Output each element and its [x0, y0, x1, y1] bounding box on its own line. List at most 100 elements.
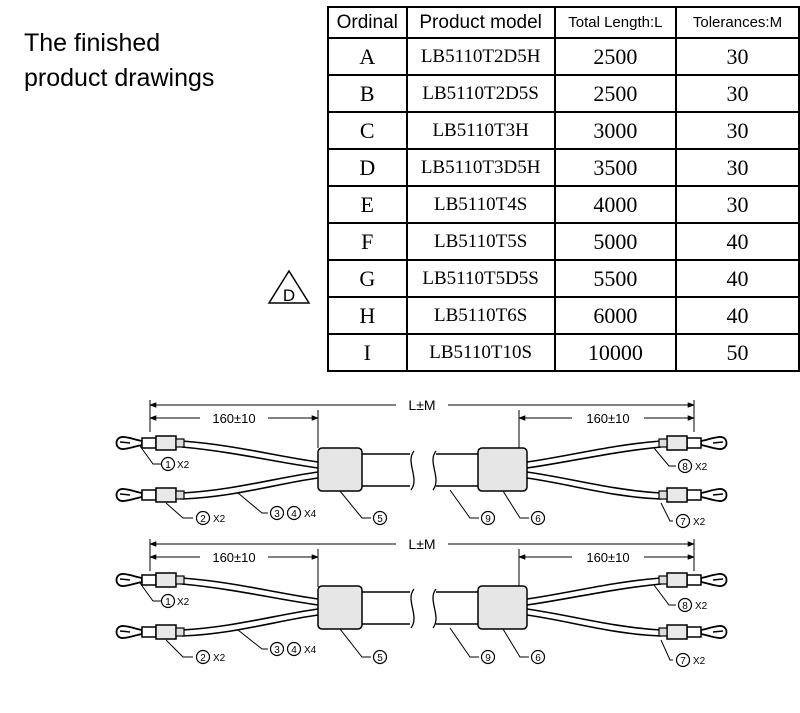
callout-1: 1 [165, 460, 171, 471]
cell-ordinal: G [327, 259, 408, 298]
table-header-row: Ordinal Product model Total Length:L Tol… [327, 6, 800, 39]
callout-34-qty: X4 [304, 509, 317, 520]
dimension-left: 160±10 [212, 411, 255, 426]
callout-4: 4 [291, 645, 297, 656]
table-row: I LB5110T10S 10000 50 [327, 333, 800, 372]
terminal-icon [658, 624, 728, 640]
cell-ordinal: F [327, 222, 408, 261]
callout-7-qty: X2 [693, 656, 706, 667]
dimension-total: L±M [408, 536, 435, 552]
callout-8: 8 [682, 462, 688, 473]
cell-tolerance: 50 [674, 333, 800, 372]
cell-tolerance: 40 [674, 259, 800, 298]
cell-model: LB5110T3D5H [405, 148, 556, 187]
callout-2: 2 [200, 514, 206, 525]
header-total-length: Total Length:L [553, 6, 677, 39]
callout-5: 5 [377, 653, 383, 664]
callout-1-qty: X2 [177, 597, 190, 608]
cell-length: 10000 [553, 333, 677, 372]
callout-7: 7 [680, 656, 686, 667]
cable-assembly-2: L±M 160±10 160±10 [115, 536, 728, 668]
cell-model: LB5110T4S [405, 185, 556, 224]
cell-model: LB5110T6S [405, 296, 556, 335]
cell-length: 3000 [553, 111, 677, 150]
header-tolerances: Tolerances:M [674, 6, 800, 39]
cell-ordinal: H [327, 296, 408, 335]
revision-label: D [283, 286, 295, 305]
cell-ordinal: I [327, 333, 408, 372]
cell-model: LB5110T3H [405, 111, 556, 150]
cell-model: LB5110T2D5S [405, 74, 556, 113]
callout-8-qty: X2 [695, 462, 708, 473]
cell-tolerance: 30 [674, 37, 800, 76]
callout-3: 3 [274, 645, 280, 656]
callout-9: 9 [485, 514, 491, 525]
header-product-model: Product model [405, 6, 556, 39]
cell-length: 5500 [553, 259, 677, 298]
callout-6: 6 [535, 514, 541, 525]
cell-tolerance: 40 [674, 296, 800, 335]
table-row: D LB5110T3D5H 3500 30 [327, 148, 800, 187]
callout-8-qty: X2 [695, 601, 708, 612]
left-sleeve-5 [317, 447, 363, 492]
dimension-total: L±M [408, 397, 435, 413]
terminal-icon [115, 487, 185, 503]
cell-ordinal: E [327, 185, 408, 224]
callout-6: 6 [535, 653, 541, 664]
revision-triangle-icon: D [267, 269, 311, 305]
left-sleeve-5 [317, 585, 363, 630]
cell-ordinal: B [327, 74, 408, 113]
cell-length: 2500 [553, 74, 677, 113]
cell-ordinal: D [327, 148, 408, 187]
table-row: F LB5110T5S 5000 40 [327, 222, 800, 261]
terminal-icon [115, 572, 185, 588]
terminal-icon [658, 487, 728, 503]
cell-model: LB5110T2D5H [405, 37, 556, 76]
terminal-icon [658, 572, 728, 588]
cell-length: 6000 [553, 296, 677, 335]
right-sleeve-6 [477, 585, 528, 630]
table-row: C LB5110T3H 3000 30 [327, 111, 800, 150]
cell-length: 5000 [553, 222, 677, 261]
table-row: A LB5110T2D5H 2500 30 [327, 37, 800, 76]
cell-ordinal: A [327, 37, 408, 76]
cell-ordinal: C [327, 111, 408, 150]
break-mark-icon [410, 588, 437, 629]
cell-length: 4000 [553, 185, 677, 224]
table-row: B LB5110T2D5S 2500 30 [327, 74, 800, 113]
dimension-right: 160±10 [586, 550, 629, 565]
header-ordinal: Ordinal [327, 6, 408, 39]
table-row: H LB5110T6S 6000 40 [327, 296, 800, 335]
cell-tolerance: 30 [674, 185, 800, 224]
cell-tolerance: 30 [674, 111, 800, 150]
callout-4: 4 [291, 509, 297, 520]
right-sleeve-6 [477, 447, 528, 492]
callout-8: 8 [682, 601, 688, 612]
callout-2-qty: X2 [213, 514, 226, 525]
callout-9: 9 [485, 653, 491, 664]
title-line-2: product drawings [24, 64, 215, 92]
cell-length: 3500 [553, 148, 677, 187]
product-spec-table: Ordinal Product model Total Length:L Tol… [327, 6, 800, 372]
cell-length: 2500 [553, 37, 677, 76]
page-title: The finished product drawings [24, 26, 214, 96]
callout-3: 3 [274, 509, 280, 520]
callout-7-qty: X2 [693, 517, 706, 528]
callout-5: 5 [377, 514, 383, 525]
cell-model: LB5110T5D5S [405, 259, 556, 298]
callout-34-qty: X4 [304, 645, 317, 656]
cell-model: LB5110T10S [405, 333, 556, 372]
table-row: G LB5110T5D5S 5500 40 [327, 259, 800, 298]
table-row: E LB5110T4S 4000 30 [327, 185, 800, 224]
callout-2-qty: X2 [213, 653, 226, 664]
cell-model: LB5110T5S [405, 222, 556, 261]
dimension-right: 160±10 [586, 411, 629, 426]
break-mark-icon [410, 450, 437, 491]
title-line-1: The finished [24, 29, 161, 57]
cell-tolerance: 40 [674, 222, 800, 261]
dimension-left: 160±10 [212, 550, 255, 565]
callout-1-qty: X2 [177, 460, 190, 471]
terminal-icon [658, 435, 728, 451]
terminal-icon [115, 435, 185, 451]
